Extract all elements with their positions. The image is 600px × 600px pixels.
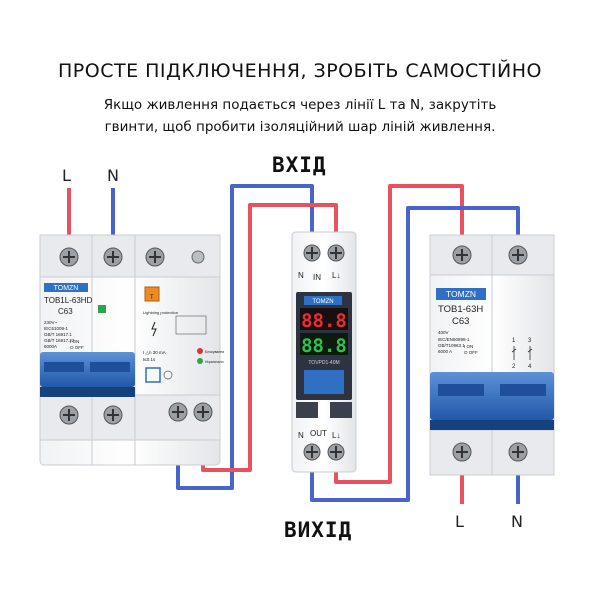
input-label: ВХІД (272, 153, 327, 177)
relay-out-label: OUT (310, 429, 327, 438)
left-neutral-label: N (107, 166, 119, 185)
wire-relay-to-mcb-neutral (310, 206, 520, 502)
relay-out-line: L↓ (332, 431, 340, 440)
wire-rcbo-to-relay-neutral (176, 184, 314, 490)
rcbo-red-led-label: Блокування (205, 350, 224, 354)
rcbo-device: TOMZN TOB1L-63HD C63 230V~ IEC61009-1 GB… (39, 234, 224, 466)
relay-in-label: IN (313, 273, 321, 282)
instructions: Якщо живлення подається через лінії L та… (30, 94, 570, 138)
mcb-off: O OFF (464, 350, 478, 355)
rcbo-time: t≤0.1s (143, 357, 156, 362)
instructions-line-1: Якщо живлення подається через лінії L та… (103, 97, 497, 113)
mcb-spec-gbt: GB/T10963.1 (438, 343, 465, 348)
mcb-device: TOMZN TOB1-63H C63 400V IEC/EN60898-1 GB… (429, 234, 555, 476)
relay-out-neutral: N (298, 431, 304, 440)
rcbo-off: O OFF (70, 345, 84, 350)
rcbo-brand: TOMZN (54, 285, 79, 292)
right-neutral-label: N (511, 512, 523, 531)
rcbo-rating: C63 (58, 307, 73, 316)
lightning-icon (151, 321, 157, 337)
mcb-brand: TOMZN (446, 289, 476, 299)
rcbo-spec-voltage: 230V~ (44, 320, 58, 325)
relay-model: TOVPD1-40M (308, 360, 339, 366)
instructions-line-2: гвинти, щоб пробити ізоляційний шар ліні… (104, 119, 496, 135)
mcb-levers[interactable] (430, 372, 554, 430)
voltage-relay-device: N IN L↓ TOMZN 88.8 88.8 TOVPD1-40M N OUT… (291, 231, 357, 473)
rcbo-model: TOB1L-63HD (44, 296, 93, 305)
rcbo-spec-capacity: 6000A (44, 344, 57, 349)
left-line-label: L (62, 166, 71, 185)
rcbo-top-screws (59, 247, 205, 267)
relay-right-button[interactable] (330, 402, 352, 418)
relay-display-voltage: 88.8 (301, 310, 347, 332)
rcbo-reset-window (145, 367, 161, 383)
rcbo-green-led (197, 358, 203, 364)
relay-display-current: 88.8 (301, 335, 347, 357)
relay-in-neutral: N (298, 271, 304, 280)
mcb-spec-capacity: 6000 A (438, 349, 452, 354)
mcb-circuit-symbol-icon (511, 346, 533, 360)
mcb-terminal-2: 2 (512, 364, 516, 370)
rcbo-test-button[interactable] (144, 286, 160, 302)
rcbo-spec-gbt2: GB/T 16917.22 (44, 338, 75, 343)
mcb-terminal-1: 1 (512, 338, 516, 344)
rcbo-lightning-label: Lightning protection (143, 310, 178, 315)
mcb-model: TOB1-63H (438, 304, 483, 315)
rcbo-spec-standard: IEC61009-1 (44, 326, 69, 331)
rcbo-green-led-label: Нормально (205, 360, 224, 364)
mcb-spec-voltage: 400V (438, 330, 449, 335)
rcbo-status-indicator (98, 305, 106, 313)
rcbo-on: I ON (70, 339, 79, 344)
rcbo-current: I △n 30 mA (143, 350, 166, 355)
rcbo-red-led (197, 348, 203, 354)
mcb-terminal-3: 3 (528, 338, 532, 344)
relay-brand: TOMZN (312, 299, 333, 305)
right-line-label: L (455, 512, 464, 531)
relay-left-button[interactable] (296, 402, 318, 418)
page-title: ПРОСТЕ ПІДКЛЮЧЕННЯ, ЗРОБІТЬ САМОСТІЙНО (58, 60, 542, 82)
mcb-terminal-4: 4 (528, 364, 532, 370)
rcbo-spec-gbt1: GB/T 16917.1 (44, 332, 72, 337)
rcbo-test-letter: T (150, 295, 154, 301)
output-label: ВИХІД (284, 518, 353, 542)
relay-blue-switch[interactable] (304, 370, 344, 394)
rcbo-levers[interactable] (40, 352, 135, 397)
mcb-on: I ON (464, 344, 473, 349)
mcb-rating: C63 (452, 316, 469, 327)
rcbo-circuit-diagram (175, 315, 207, 335)
rcbo-test-symbol-icon (163, 370, 173, 380)
relay-in-line: L↓ (332, 271, 340, 280)
mcb-spec-standard: IEC/EN60898-1 (438, 337, 470, 342)
rcbo-bottom-screws (59, 402, 213, 425)
wire-relay-to-mcb-line (334, 184, 464, 484)
